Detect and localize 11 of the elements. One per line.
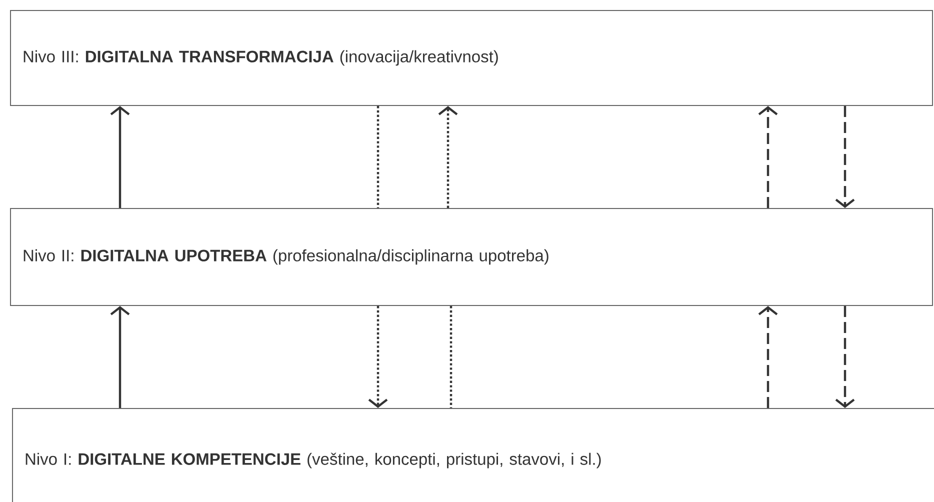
arrow: [110, 106, 130, 208]
arrow: [438, 106, 458, 208]
arrow: [835, 106, 855, 208]
arrow: [758, 106, 778, 208]
arrow: [110, 306, 130, 408]
arrow: [758, 306, 778, 408]
level-box: Nivo III: DIGITALNA TRANSFORMACIJA (inovacija/kreativnost): [10, 10, 933, 106]
level-box: Nivo I: DIGITALNE KOMPETENCIJE (veštine, koncepti, pristupi, stavovi, i sl.): [12, 408, 934, 502]
level-box: Nivo II: DIGITALNA UPOTREBA (profesionalna/disciplinarna upotreba): [10, 208, 933, 306]
arrow: [368, 306, 388, 408]
arrow: [835, 306, 855, 408]
